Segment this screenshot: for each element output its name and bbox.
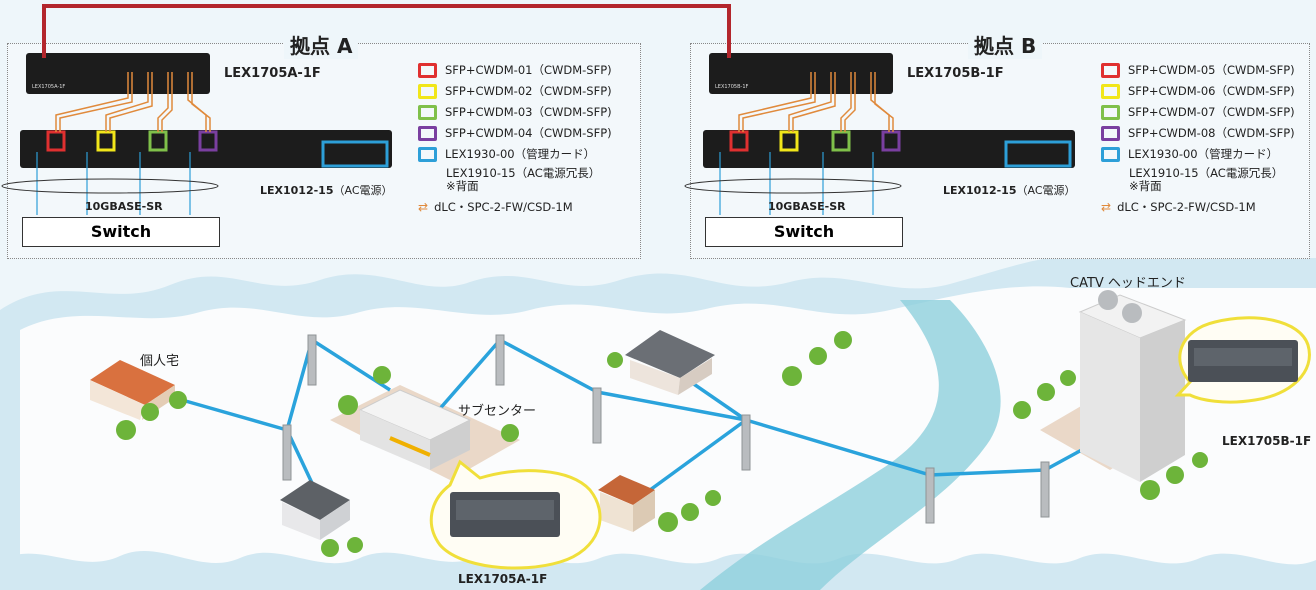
headend-label: CATV ヘッドエンド [1070, 276, 1186, 291]
legend-cable: ⇄ dLC・SPC-2-FW/CSD-1M [1101, 199, 1295, 220]
legend-item: LEX1930-00（管理カード） [418, 146, 612, 167]
site-b-chassis-suffix: （AC電源） [1016, 184, 1076, 197]
legend-note-rear: ※背面 [1129, 179, 1162, 193]
site-b-top-device-label: LEX1705B-1F [907, 66, 1004, 81]
site-b-switch: Switch [705, 217, 903, 247]
site-a-chassis-suffix: （AC電源） [333, 184, 393, 197]
legend-text: SFP+CWDM-05（CWDM-SFP) [1128, 63, 1295, 77]
device-b-map-label: LEX1705B-1F [1222, 434, 1312, 448]
legend-text: SFP+CWDM-02（CWDM-SFP) [445, 84, 612, 98]
site-b-chassis-label: LEX1012-15（AC電源） [943, 182, 1076, 198]
house-icon [280, 480, 350, 540]
office-tower-icon [1078, 290, 1187, 482]
legend-item: SFP+CWDM-04（CWDM-SFP) [418, 125, 612, 146]
house-icon [598, 475, 655, 532]
cable-arrow-icon: ⇄ [418, 200, 429, 214]
legend-swatch-icon [418, 63, 437, 78]
legend-text: SFP+CWDM-04（CWDM-SFP) [445, 126, 612, 140]
legend-item: SFP+CWDM-08（CWDM-SFP) [1101, 125, 1295, 146]
site-a-cabling [1, 5, 389, 215]
site-b-legend: SFP+CWDM-05（CWDM-SFP) SFP+CWDM-06（CWDM-S… [1101, 62, 1295, 220]
house-label: 個人宅 [140, 354, 180, 369]
legend-swatch-icon [1101, 63, 1120, 78]
legend-item: SFP+CWDM-03（CWDM-SFP) [418, 104, 612, 125]
site-b-chassis-model: LEX1012-15 [943, 184, 1017, 197]
legend-cable-text: dLC・SPC-2-FW/CSD-1M [434, 200, 573, 214]
site-b-network-label: 10GBASE-SR [768, 200, 846, 213]
legend-swatch-icon [1101, 147, 1120, 162]
legend-swatch-icon [1101, 105, 1120, 120]
cable-arrow-icon: ⇄ [1101, 200, 1112, 214]
legend-item: SFP+CWDM-02（CWDM-SFP) [418, 83, 612, 104]
site-link [42, 4, 731, 58]
device-a-map-label: LEX1705A-1F [458, 572, 548, 586]
legend-text: SFP+CWDM-01（CWDM-SFP) [445, 63, 612, 77]
legend-swatch-icon [418, 126, 437, 141]
office-building-icon [358, 389, 472, 470]
legend-note: LEX1910-15（AC電源冗長） [1129, 166, 1284, 180]
legend-swatch-icon [418, 84, 437, 99]
site-a-chassis-label: LEX1012-15（AC電源） [260, 182, 393, 198]
legend-text: SFP+CWDM-08（CWDM-SFP) [1128, 126, 1295, 140]
legend-text: SFP+CWDM-03（CWDM-SFP) [445, 105, 612, 119]
legend-note: LEX1910-15（AC電源冗長） [446, 166, 601, 180]
site-b-title: 拠点 B [968, 30, 1043, 59]
site-b-top-device-mini-label: LEX1705B-1F [715, 84, 749, 90]
legend-item: SFP+CWDM-05（CWDM-SFP) [1101, 62, 1295, 83]
legend-text: SFP+CWDM-06（CWDM-SFP) [1128, 84, 1295, 98]
subcenter-label: サブセンター [458, 404, 537, 419]
legend-text: SFP+CWDM-07（CWDM-SFP) [1128, 105, 1295, 119]
legend-swatch-icon [1101, 84, 1120, 99]
site-a-chassis-model: LEX1012-15 [260, 184, 334, 197]
legend-swatch-icon [1101, 126, 1120, 141]
house-icon [625, 330, 715, 395]
site-a-legend: SFP+CWDM-01（CWDM-SFP) SFP+CWDM-02（CWDM-S… [418, 62, 612, 220]
legend-item: SFP+CWDM-01（CWDM-SFP) [418, 62, 612, 83]
legend-cable-text: dLC・SPC-2-FW/CSD-1M [1117, 200, 1256, 214]
site-a-network-label: 10GBASE-SR [85, 200, 163, 213]
legend-item: SFP+CWDM-06（CWDM-SFP) [1101, 83, 1295, 104]
legend-text: LEX1930-00（管理カード） [445, 147, 596, 161]
legend-text: LEX1930-00（管理カード） [1128, 147, 1279, 161]
legend-item: LEX1930-00（管理カード） [1101, 146, 1295, 167]
site-a-top-device-label: LEX1705A-1F [224, 66, 321, 81]
legend-item: SFP+CWDM-07（CWDM-SFP) [1101, 104, 1295, 125]
site-b-top-device [709, 53, 893, 94]
site-a-switch: Switch [22, 217, 220, 247]
site-a-top-device-mini-label: LEX1705A-1F [32, 84, 66, 90]
site-a-title: 拠点 A [284, 30, 359, 59]
legend-swatch-icon [418, 147, 437, 162]
legend-cable: ⇄ dLC・SPC-2-FW/CSD-1M [418, 199, 612, 220]
legend-swatch-icon [418, 105, 437, 120]
legend-note-rear: ※背面 [446, 179, 479, 193]
site-a-top-device [26, 53, 210, 94]
